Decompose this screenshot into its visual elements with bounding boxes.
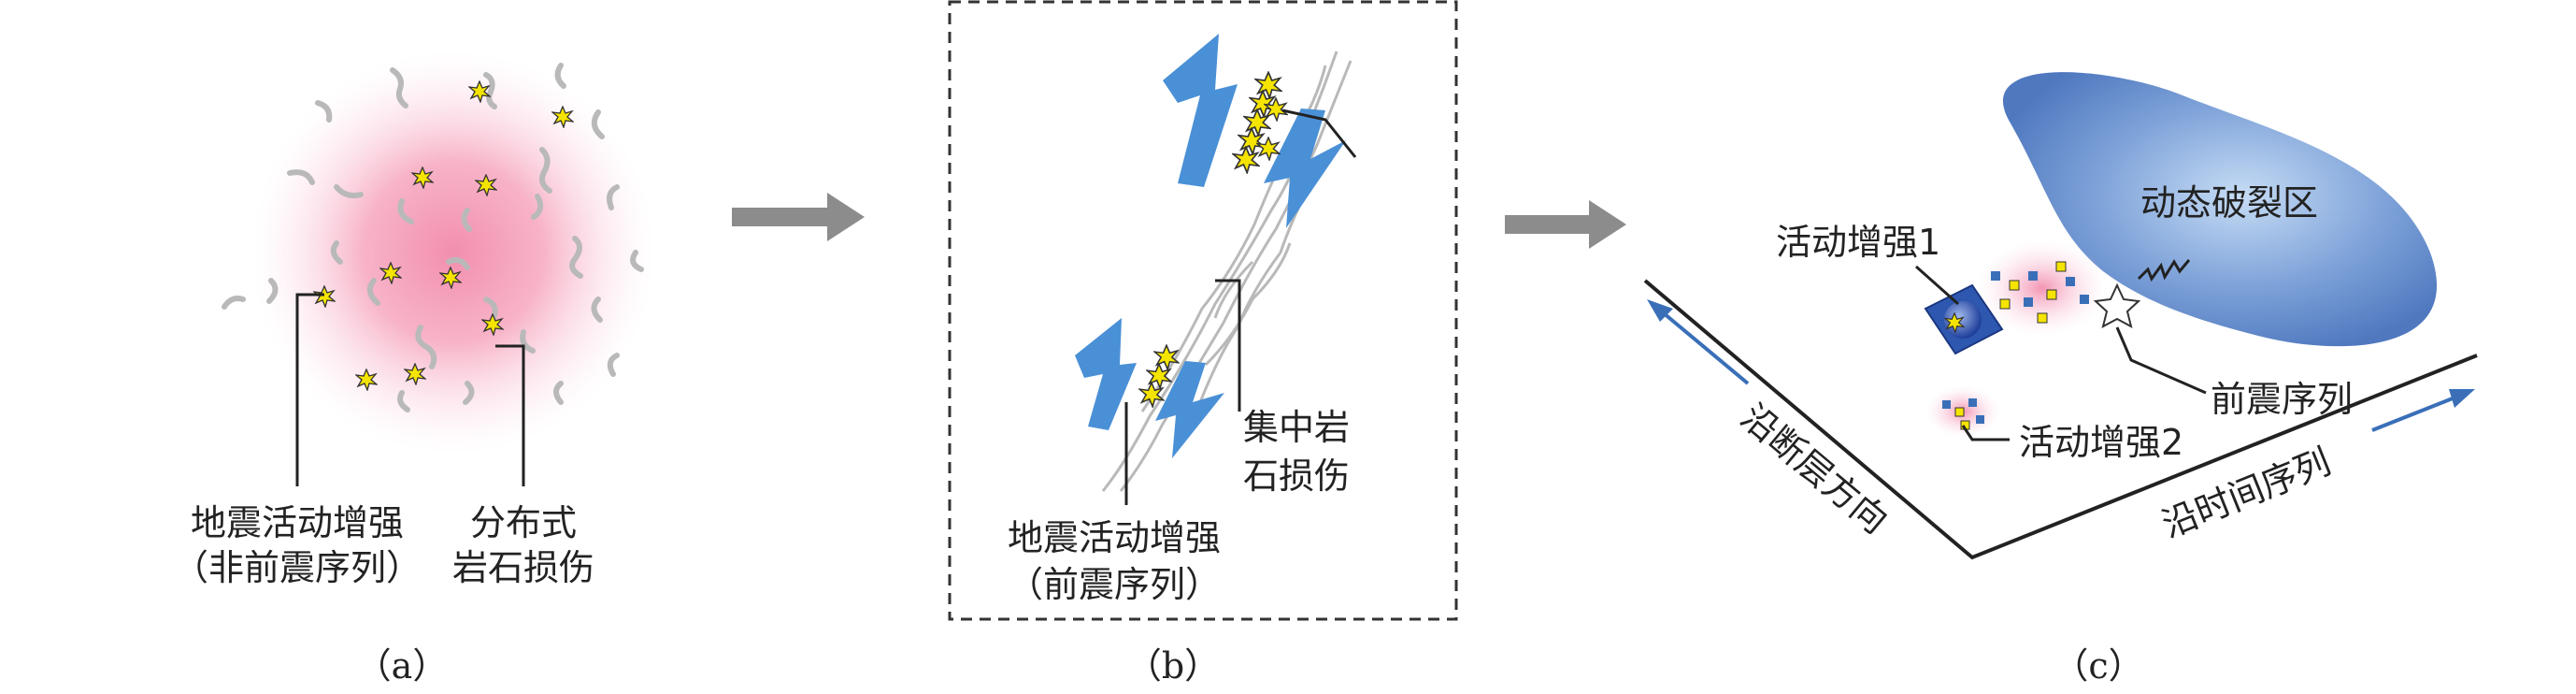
seismic-leader-line <box>295 293 324 486</box>
foreshock-leader-line <box>2115 326 2207 395</box>
panel-c: 动态破裂区 活动增强1 前震序列 活动增强2 沿断层方向 沿时间序列 （c） <box>1643 72 2478 687</box>
shear-arrow-down-right <box>1264 108 1346 228</box>
label-damage-b-line2: 石损伤 <box>1243 455 1350 497</box>
label-damage-line2: 岩石损伤 <box>452 547 594 588</box>
panel-a: 地震活动增强 （非前震序列） 分布式 岩石损伤 （a） <box>173 51 654 687</box>
activity1-leader-line <box>1915 265 1959 306</box>
activity2-leader-line <box>1961 425 2010 441</box>
damage-leader-line-b <box>1215 279 1241 412</box>
dynamic-rupture-zone <box>2002 72 2438 347</box>
caption-a: （a） <box>356 645 449 687</box>
label-rupture-zone: 动态破裂区 <box>2140 182 2318 224</box>
rupture-leader-squiggle <box>2137 259 2191 282</box>
activity1-events <box>1991 261 2089 324</box>
shear-arrow-up-left <box>1163 34 1238 187</box>
label-damage-b-line1: 集中岩 <box>1243 407 1350 448</box>
label-activity1: 活动增强1 <box>1776 222 1940 263</box>
caption-c: （c） <box>2053 645 2143 687</box>
label-seismic-line1: 地震活动增强 <box>191 502 404 543</box>
mainshock-star-icon <box>2093 282 2141 328</box>
label-damage-line1: 分布式 <box>470 502 577 543</box>
fault-direction-arrowhead <box>1647 299 1673 322</box>
time-direction-arrowhead <box>2449 389 2475 408</box>
time-direction-arrow <box>2371 393 2463 432</box>
transition-arrow-b-c <box>1505 200 1626 249</box>
label-foreshock: 前震序列 <box>2211 379 2353 420</box>
caption-b: （b） <box>1126 645 1220 687</box>
label-seismic-line2: （非前震序列） <box>173 547 422 588</box>
activity1-halo <box>1977 239 2108 337</box>
label-activity2: 活动增强2 <box>2019 422 2183 463</box>
panel-b: 集中岩 石损伤 地震活动增强 （前震序列） （b） <box>948 0 1458 687</box>
axes-frame <box>1643 279 2478 560</box>
upper-cluster-leader-line <box>1281 108 1357 158</box>
shear-arrow-down-right-lower <box>1155 361 1224 458</box>
seismic-activity-halo <box>252 51 654 454</box>
shear-arrow-up-left-lower <box>1075 318 1137 430</box>
distributed-cracks <box>222 63 644 412</box>
panel-b-frame <box>948 0 1458 621</box>
axis-label-fault: 沿断层方向 <box>1733 396 1896 542</box>
damage-leader-line <box>495 344 525 486</box>
fault-direction-arrow <box>1656 307 1750 385</box>
transition-arrow-a-b <box>732 193 865 241</box>
label-seismic-b-line1: 地震活动增强 <box>1008 517 1221 558</box>
label-seismic-b-line2: （前震序列） <box>1008 564 1221 605</box>
